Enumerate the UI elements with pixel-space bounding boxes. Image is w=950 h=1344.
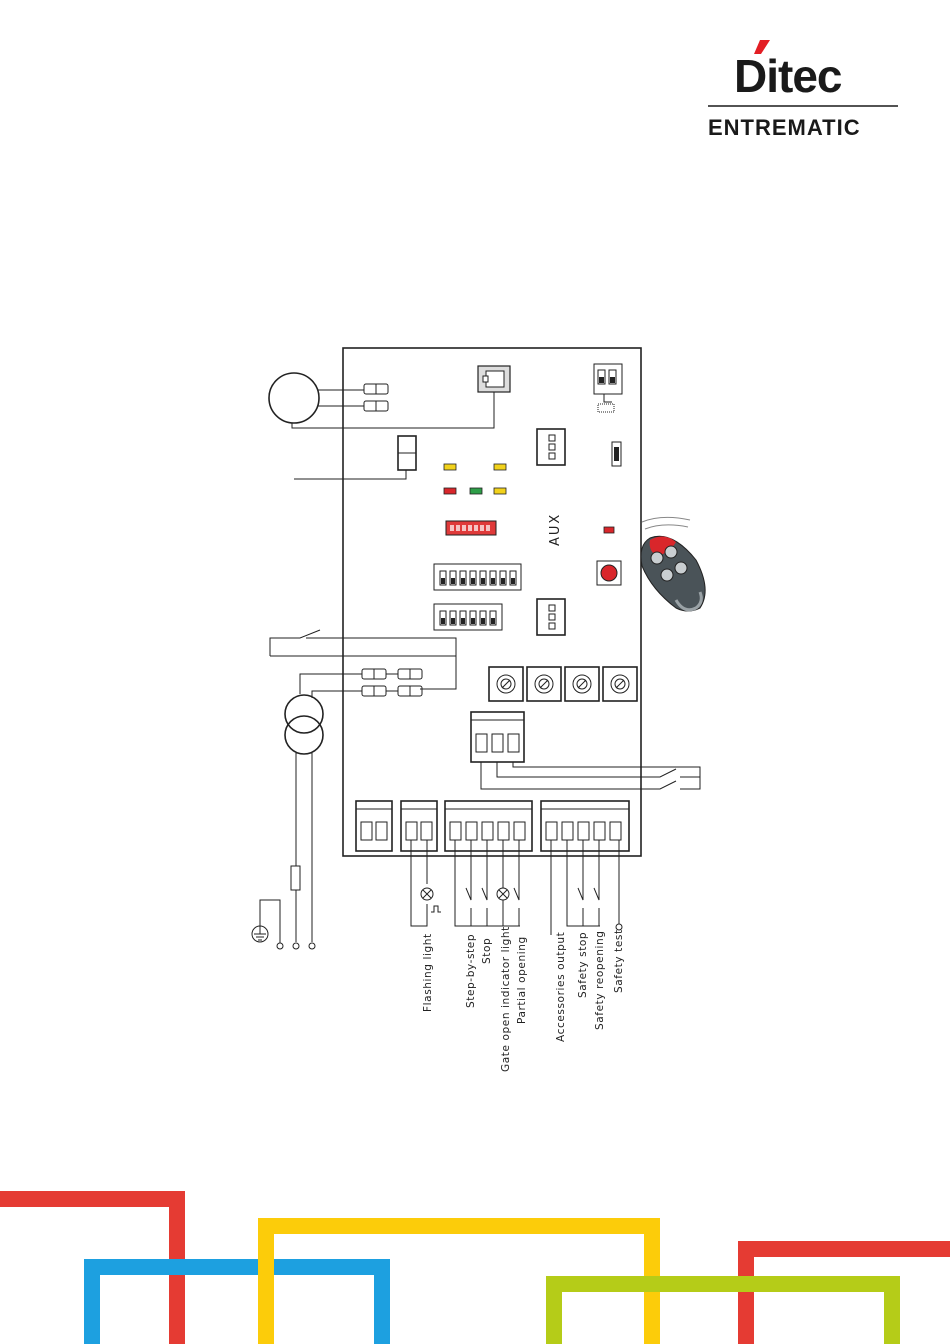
label-safety-reopening: Safety reopening	[594, 930, 606, 1030]
decor-frames	[0, 1199, 950, 1344]
remote-control-icon	[641, 517, 705, 611]
led-yellow-2	[494, 464, 506, 470]
label-safety-test: Safety test	[613, 929, 625, 993]
motor-icon	[269, 373, 319, 423]
indicator-lamp-icon	[497, 888, 509, 900]
label-safety-stop: Safety stop	[577, 932, 589, 998]
led-red	[444, 488, 456, 494]
brand-name: Ditec	[734, 50, 842, 102]
radio-led	[604, 527, 614, 533]
label-partial-opening: Partial opening	[516, 936, 528, 1024]
aux-label: AUX	[548, 513, 563, 546]
decor-green-frame	[554, 1284, 892, 1344]
control-board	[343, 348, 641, 856]
remote-button-4	[675, 562, 687, 574]
label-gate-open-indicator: Gate open indicator light	[500, 926, 512, 1072]
remote-button-3	[661, 569, 673, 581]
led-yellow-1	[444, 464, 456, 470]
led-yellow-3	[494, 488, 506, 494]
remote-button-1	[651, 552, 663, 564]
label-flashing-light: Flashing light	[422, 933, 434, 1012]
brand-sub: ENTREMATIC	[708, 115, 861, 140]
rj-connector	[478, 366, 510, 392]
mains-fuse	[291, 866, 300, 890]
remote-button-2	[665, 546, 677, 558]
lamp-icon	[421, 888, 433, 900]
decor-blue-frame	[92, 1267, 382, 1344]
label-step-by-step: Step-by-step	[465, 934, 477, 1008]
transformer-icon	[285, 695, 323, 754]
decor-red-frame-right	[746, 1249, 950, 1344]
ground-icon	[252, 926, 268, 942]
label-accessories-output: Accessories output	[555, 932, 567, 1042]
led-green	[470, 488, 482, 494]
brand-logo: Ditec ENTREMATIC	[708, 40, 898, 140]
aux-slot	[446, 521, 496, 535]
label-stop: Stop	[481, 938, 493, 964]
